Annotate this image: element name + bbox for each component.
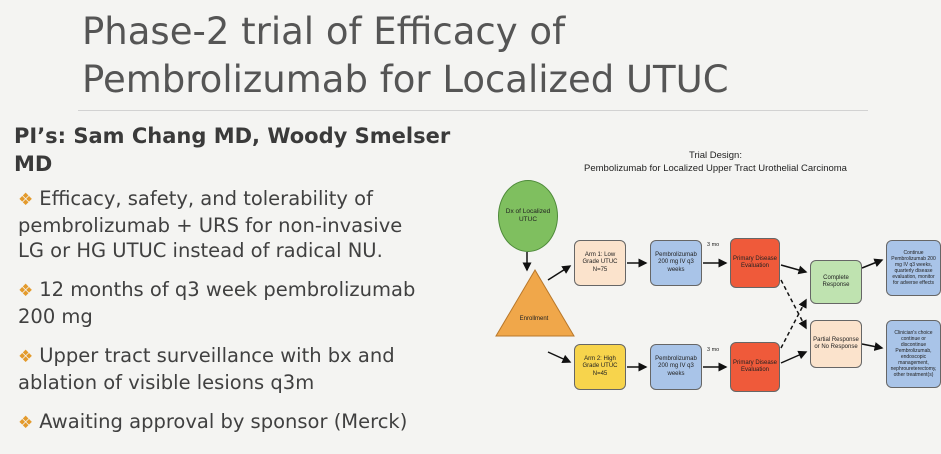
diamond-bullet-icon: ❖ <box>18 413 34 433</box>
bullet-text: LG or HG UTUC instead of radical NU. <box>18 239 383 262</box>
bullet-item: ❖Efficacy, safety, and tolerability of p… <box>12 186 492 263</box>
arrow-eval1-complete <box>780 264 808 275</box>
diagram-arrows <box>495 252 884 372</box>
bullet-text: ablation of visible lesions q3m <box>18 371 315 394</box>
principal-investigators: PI’s: Sam Chang MD, Woody Smelser MD <box>14 122 474 178</box>
interval2-label: 3 mo <box>707 347 720 353</box>
bullet-text: 12 months of q3 week pembrolizumab <box>39 278 416 301</box>
arm2-box: Arm 2: High Grade UTUC N=45 <box>574 344 626 390</box>
arrow-eval1-partial <box>780 279 807 330</box>
clinician-choice-box: Clinician's choice continue or discontin… <box>886 320 941 388</box>
bullet-item: ❖Awaiting approval by sponsor (Merck) <box>12 409 492 436</box>
arm1-box: Arm 1: Low Grade UTUC N=75 <box>574 240 626 286</box>
arrow-enrollment-arm1 <box>547 265 572 281</box>
enrollment-triangle <box>495 269 575 337</box>
partial-response-box: Partial Response or No Response <box>810 320 862 368</box>
arrow-eval2-complete <box>780 298 807 349</box>
bullet-item: ❖12 months of q3 week pembrolizumab 200 … <box>12 277 492 329</box>
bullet-text: pembrolizumab + URS for non-invasive <box>18 214 403 237</box>
pis-line-1: PI’s: Sam Chang MD, Woody Smelser <box>14 124 451 148</box>
pis-line-2: MD <box>14 152 53 176</box>
diamond-bullet-icon: ❖ <box>18 190 34 210</box>
trial-design-diagram: Trial Design: Pembolizumab for Localized… <box>490 140 941 440</box>
continue-box: Continue Pembrolizumab 200 mg IV q3 week… <box>886 240 941 296</box>
dx-circle: Dx of Localized UTUC <box>498 180 558 252</box>
bullet-list: ❖Efficacy, safety, and tolerability of p… <box>12 186 492 450</box>
arrow-complete-continue <box>861 258 884 269</box>
enrollment-label: Enrollment <box>519 316 549 322</box>
pembro1-box: Pembrolizumab 200 mg IV q3 weeks <box>650 240 702 286</box>
slide-title: Phase-2 trial of Efficacy of Pembrolizum… <box>82 8 922 104</box>
eval1-box: Primary Disease Evaluation <box>730 238 780 288</box>
arrow-partial-clinician <box>861 342 884 351</box>
eval2-box: Primary Disease Evaluation <box>730 342 780 392</box>
bullet-item: ❖Upper tract surveillance with bx and ab… <box>12 343 492 395</box>
interval1-label: 3 mo <box>707 242 720 248</box>
diagram-title-line-1: Trial Design: <box>689 150 742 161</box>
title-line-2: Pembrolizumab for Localized UTUC <box>82 58 729 101</box>
bullet-text: Efficacy, safety, and tolerability of <box>39 187 373 210</box>
title-divider <box>78 110 868 111</box>
arrow-eval2-partial <box>780 350 808 364</box>
bullet-text: Upper tract surveillance with bx and <box>39 344 395 367</box>
arrow-enrollment-arm2 <box>547 351 572 363</box>
bullet-text: 200 mg <box>18 305 93 328</box>
bullet-text: Awaiting approval by sponsor (Merck) <box>39 410 408 433</box>
diamond-bullet-icon: ❖ <box>18 347 34 367</box>
title-line-1: Phase-2 trial of Efficacy of <box>82 10 566 53</box>
complete-response-box: Complete Response <box>810 260 862 304</box>
diamond-bullet-icon: ❖ <box>18 281 34 301</box>
diagram-title-line-2: Pembolizumab for Localized Upper Tract U… <box>584 163 847 174</box>
pembro2-box: Pembrolizumab 200 mg IV q3 weeks <box>650 344 702 390</box>
